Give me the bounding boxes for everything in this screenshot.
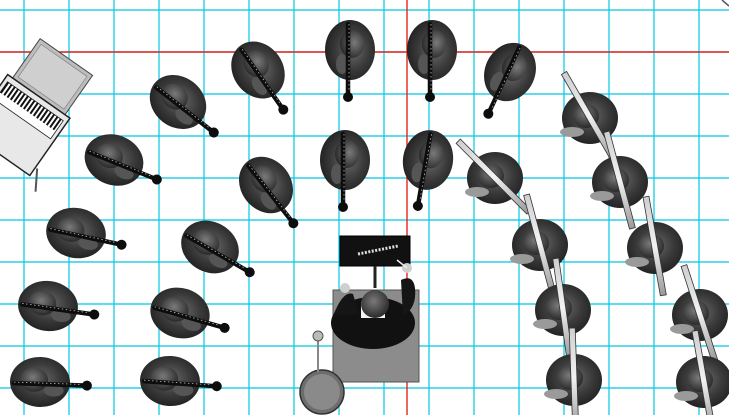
clarinet-player: [320, 130, 370, 212]
clarinet-player: [220, 31, 308, 127]
flute-player: [533, 258, 591, 358]
flute-player: [674, 330, 729, 415]
flute-player: [544, 328, 602, 415]
clarinet-player: [172, 210, 268, 294]
clarinet-player: [139, 64, 234, 154]
conductor-area: [331, 236, 419, 382]
flute-player: [590, 131, 648, 229]
clarinet-player: [144, 281, 237, 352]
clarinet-player: [15, 277, 103, 338]
clarinet-player: [228, 146, 318, 241]
flute-player: [456, 139, 531, 214]
corner-mark: [722, 0, 729, 6]
clarinet-player: [465, 34, 545, 129]
clarinet-player: [9, 356, 93, 409]
clarinet-player: [394, 126, 457, 215]
clarinet-player: [41, 202, 132, 268]
clarinet-player: [77, 126, 172, 203]
clarinet-player: [407, 20, 457, 102]
clarinet-player: [138, 354, 223, 410]
conductor: [331, 260, 415, 349]
clarinet-player: [325, 20, 375, 102]
